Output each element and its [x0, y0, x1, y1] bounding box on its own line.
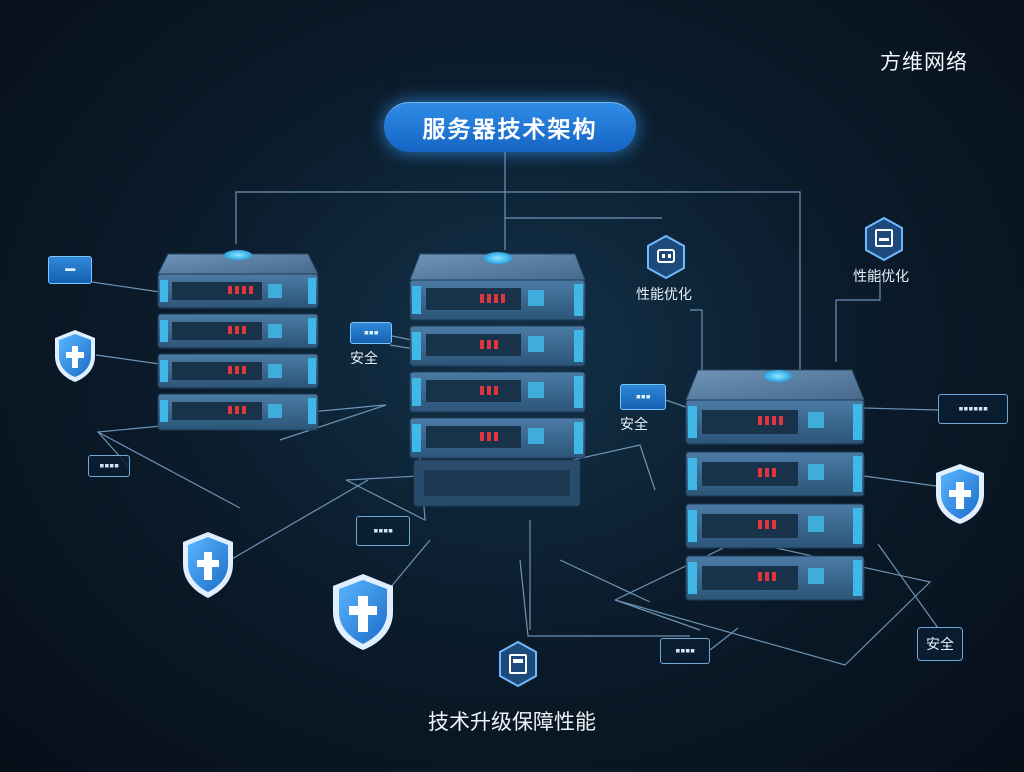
tag-chip: ▪▪▪▪ — [660, 638, 710, 664]
tag-chip: ▪▪▪ — [350, 322, 392, 344]
server-vent — [424, 470, 570, 496]
shield-icon — [936, 464, 984, 524]
page-title-text: 服务器技术架构 — [422, 117, 598, 143]
bottom-caption: 技术升级保障性能 — [428, 710, 596, 734]
folder-icon: ▬▬ — [48, 256, 92, 284]
label-safe-1: 安全 — [350, 351, 378, 367]
server-unit — [685, 451, 865, 497]
server-unit — [157, 393, 319, 431]
label-safe-3-text: 安全 — [926, 637, 954, 653]
server-stack-left[interactable] — [157, 250, 319, 431]
storage-icon — [499, 640, 537, 688]
brand-name: 方维网络 — [880, 50, 968, 74]
tag-chip: ▪▪▪▪▪▪ — [938, 394, 1008, 424]
server-unit — [409, 371, 586, 413]
server-stack-center[interactable] — [409, 252, 586, 507]
server-unit — [409, 417, 586, 459]
label-performance-right: 性能优化 — [853, 269, 909, 285]
tag-chip: ▪▪▪▪ — [356, 516, 410, 546]
server-unit — [685, 503, 865, 549]
tag-chip: ▪▪▪ — [620, 384, 666, 410]
shield-icon — [333, 574, 393, 650]
label-safe-3: 安全 — [917, 627, 963, 661]
server-unit — [157, 273, 319, 309]
tag-chip: ▪▪▪▪ — [88, 455, 130, 477]
page-title: 服务器技术架构 — [384, 102, 636, 152]
shield-icon — [183, 532, 233, 598]
server-unit — [685, 399, 865, 445]
server-unit — [685, 555, 865, 601]
label-performance-left: 性能优化 — [636, 287, 692, 303]
monitor-icon — [865, 216, 903, 262]
server-unit — [409, 279, 586, 321]
label-safe-2: 安全 — [620, 417, 648, 433]
server-stack-right[interactable] — [685, 369, 865, 601]
server-unit — [409, 325, 586, 367]
performance-icon — [647, 234, 685, 280]
server-unit — [157, 353, 319, 389]
server-unit — [157, 313, 319, 349]
shield-icon — [55, 330, 95, 382]
